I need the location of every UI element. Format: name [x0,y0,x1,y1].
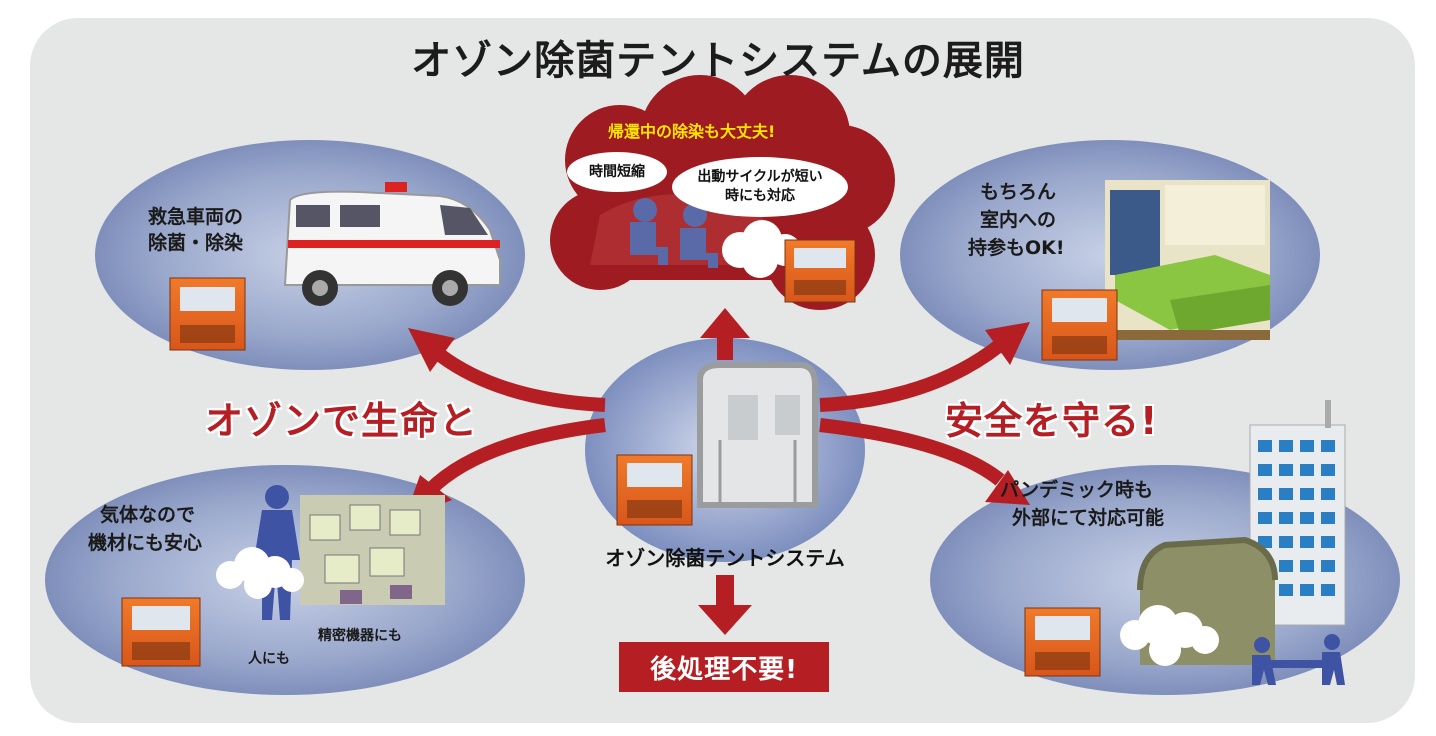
ozone-cloud-bottom-left [216,547,304,599]
bottom-right-line2: 外部にて対応可能 [1012,507,1165,529]
building-window [1279,488,1293,500]
ozone-device-bottom-left [121,597,201,667]
cloud-header: 帰還中の除染も大丈夫! [608,122,776,141]
ozone-device-top-left [169,277,246,351]
ozone-device-top-cloud [784,239,856,303]
top-left-line1: 救急車両の [148,206,244,228]
isolation-tent [697,362,818,508]
bottom-left-line2: 機材にも安心 [88,532,203,554]
bubble-cycle [672,157,848,217]
building-window [1279,560,1293,572]
ambulance-image [283,182,501,306]
slogan-left: オゾンで生命と [205,399,479,443]
building-window [1279,440,1293,452]
building-window [1258,464,1272,476]
top-right-line3: 持参もOK! [968,237,1065,259]
building-window [1321,440,1335,452]
building-window [1300,536,1314,548]
building-window [1258,440,1272,452]
building-window [1258,512,1272,524]
building-window [1300,560,1314,572]
building-window [1321,560,1335,572]
building-window [1300,464,1314,476]
building-window [1321,488,1335,500]
seated-figures [630,198,718,268]
bottom-right-line1: パンデミック時も [1000,479,1153,501]
building-window [1300,584,1314,596]
note-precision-machines: 精密機器にも [318,628,402,644]
building-window [1279,464,1293,476]
stretcher-figures [1252,634,1345,685]
building-window [1321,536,1335,548]
building-window [1300,440,1314,452]
building-window [1300,488,1314,500]
bubble-time-short-text: 時間短縮 [589,164,645,180]
building-window [1321,464,1335,476]
slogan-right: 安全を守る! [945,399,1159,443]
building-window [1321,512,1335,524]
bubble-time-short [567,152,667,192]
ozone-cloud-bottom-right [1120,605,1219,666]
bubble-cycle-line2: 時にも対応 [725,188,795,204]
building-window [1321,584,1335,596]
bottom-left-line1: 気体なので [100,504,196,526]
top-right-line2: 室内への [980,209,1057,231]
top-right-line1: もちろん [980,181,1057,203]
no-post-processing-box: 後処理不要! [619,642,829,692]
building-window [1300,512,1314,524]
note-people: 人にも [248,651,290,667]
building-window [1258,488,1272,500]
building-window [1279,536,1293,548]
building-window [1279,512,1293,524]
building-window [1279,584,1293,596]
office-image [300,495,445,605]
ozone-device-top-right [1041,289,1118,361]
hotel-room-image [1105,180,1270,340]
top-left-line2: 除菌・除染 [148,232,244,254]
page-title: オゾン除菌テントシステムの展開 [411,38,1025,84]
center-label: オゾン除菌テントシステム [605,546,845,570]
bubble-cycle-line1: 出動サイクルが短い [697,169,823,185]
ozone-device-center [616,454,693,526]
ozone-device-bottom-right [1024,607,1101,677]
